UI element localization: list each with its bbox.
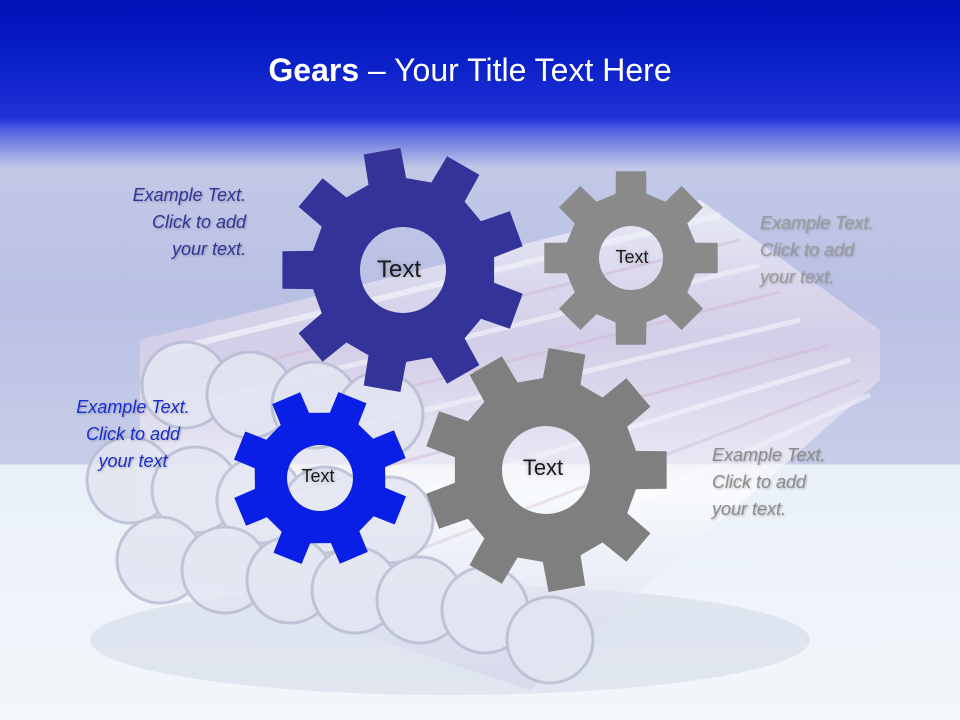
callout-bottom-left[interactable]: Example Text. Click to add your text	[76, 397, 190, 471]
gear-label-large-gray[interactable]: Text	[522, 455, 564, 480]
gear-label-small-gray[interactable]: Text	[615, 247, 649, 267]
callout-top-right[interactable]: Example Text. Click to add your text.	[760, 213, 874, 287]
gear-label-small-blue[interactable]: Text	[301, 466, 335, 486]
gear-small-blue[interactable]	[234, 392, 406, 564]
gear-large-gray[interactable]	[426, 348, 667, 592]
gear-label-large-blue[interactable]: Text	[376, 256, 421, 283]
slide-title[interactable]: Gears – Your Title Text Here	[0, 50, 940, 90]
callout-top-left[interactable]: Example Text. Click to add your text.	[132, 185, 246, 259]
gear-large-blue[interactable]	[282, 148, 523, 392]
header-band	[0, 0, 960, 168]
title-bold: Gears	[268, 52, 360, 88]
gear-small-gray[interactable]	[544, 171, 718, 345]
title-rest: – Your Title Text Here	[359, 52, 672, 88]
callout-bottom-right[interactable]: Example Text. Click to add your text.	[712, 445, 826, 519]
